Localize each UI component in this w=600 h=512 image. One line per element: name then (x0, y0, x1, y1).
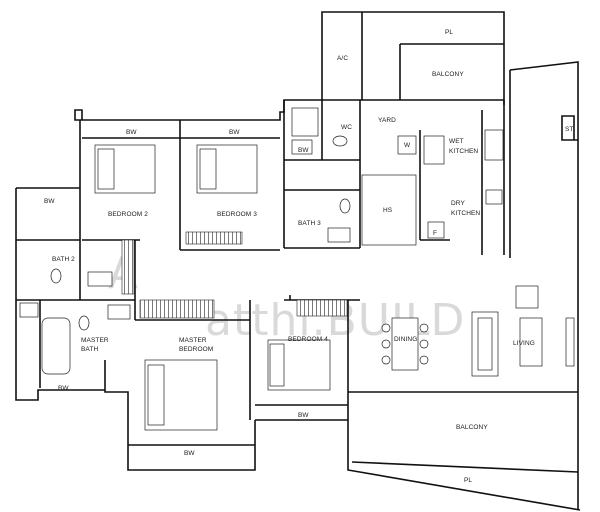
dry-sink (485, 189, 503, 205)
dining-chair (381, 339, 391, 349)
master-basin (107, 304, 131, 320)
label-bedroom3: BEDROOM 3 (217, 211, 257, 218)
label-bw-master-bed: BW (184, 450, 195, 457)
bathtub (41, 317, 71, 375)
bath3-basin (327, 227, 351, 243)
fridge (427, 221, 445, 239)
label-dry-kitchen-1: DRY (451, 200, 465, 207)
label-dining: DINING (394, 336, 417, 343)
pillow-bedroom2 (97, 148, 115, 190)
dining-chair (381, 355, 391, 365)
tv-console (565, 317, 575, 367)
bath2-basin (87, 271, 113, 287)
pillow-bedroom4 (269, 343, 285, 387)
master-shower (19, 302, 39, 318)
dining-chair (419, 339, 429, 349)
label-yard: YARD (378, 117, 396, 124)
label-bath3: BATH 3 (298, 220, 321, 227)
label-f: F (433, 230, 437, 237)
label-living: LIVING (513, 340, 535, 347)
label-dry-kitchen-2: KITCHEN (451, 210, 480, 217)
label-bw-bed2: BW (126, 129, 137, 136)
outer-walls (15, 11, 581, 511)
household-shelter (361, 174, 417, 246)
master-toilet (78, 315, 90, 331)
kitchen-sink (423, 135, 445, 165)
label-pl-bottom: PL (464, 477, 472, 484)
label-wet-kitchen-1: WET (449, 138, 464, 145)
label-wet-kitchen-2: KITCHEN (449, 148, 478, 155)
label-bw-bed4: BW (298, 412, 309, 419)
wc-toilet (332, 135, 348, 147)
dining-chair (419, 355, 429, 365)
label-bath2: BATH 2 (52, 256, 75, 263)
label-master-bath-2: BATH (81, 346, 98, 353)
label-bedroom4: BEDROOM 4 (288, 336, 328, 343)
hob (484, 129, 504, 161)
label-hs: HS (383, 207, 393, 214)
yard-shower (291, 107, 319, 137)
label-balcony-bottom: BALCONY (456, 424, 488, 431)
dining-table (391, 317, 419, 371)
label-wc: WC (341, 124, 352, 131)
sofa-cushion (477, 317, 493, 371)
label-bw-left: BW (44, 198, 55, 205)
label-bedroom2: BEDROOM 2 (108, 211, 148, 218)
yard-basin (291, 139, 313, 155)
label-bw-bed3: BW (229, 129, 240, 136)
label-pl-top: PL (445, 29, 453, 36)
fixtures (19, 107, 575, 431)
pillow-master (147, 364, 165, 426)
bath2-toilet (50, 268, 62, 284)
coffee-table (519, 317, 543, 367)
label-master-bath-1: MASTER (81, 337, 109, 344)
wardrobe-bedroom2 (121, 239, 135, 295)
dining-chair (419, 323, 429, 333)
label-master-bedroom-2: BEDROOM (179, 346, 213, 353)
dining-chair (381, 323, 391, 333)
wardrobe-bedroom4 (296, 299, 348, 317)
wardrobe-master (139, 299, 215, 319)
label-ac: A/C (337, 55, 348, 62)
pillow-bedroom3 (199, 148, 217, 190)
wardrobe-bedroom3 (185, 231, 243, 245)
label-master-bedroom-1: MASTER (179, 337, 207, 344)
label-balcony-top: BALCONY (432, 71, 464, 78)
label-st: ST (565, 126, 574, 133)
label-bw-master-bath: BW (58, 385, 69, 392)
room-labels: PL A/C BALCONY YARD WC BW WET KITCHEN W … (44, 29, 574, 484)
bath3-toilet (339, 198, 351, 214)
armchair (515, 285, 539, 309)
label-bw-yard: BW (298, 147, 309, 154)
label-w: W (404, 142, 411, 149)
washer (397, 135, 417, 155)
